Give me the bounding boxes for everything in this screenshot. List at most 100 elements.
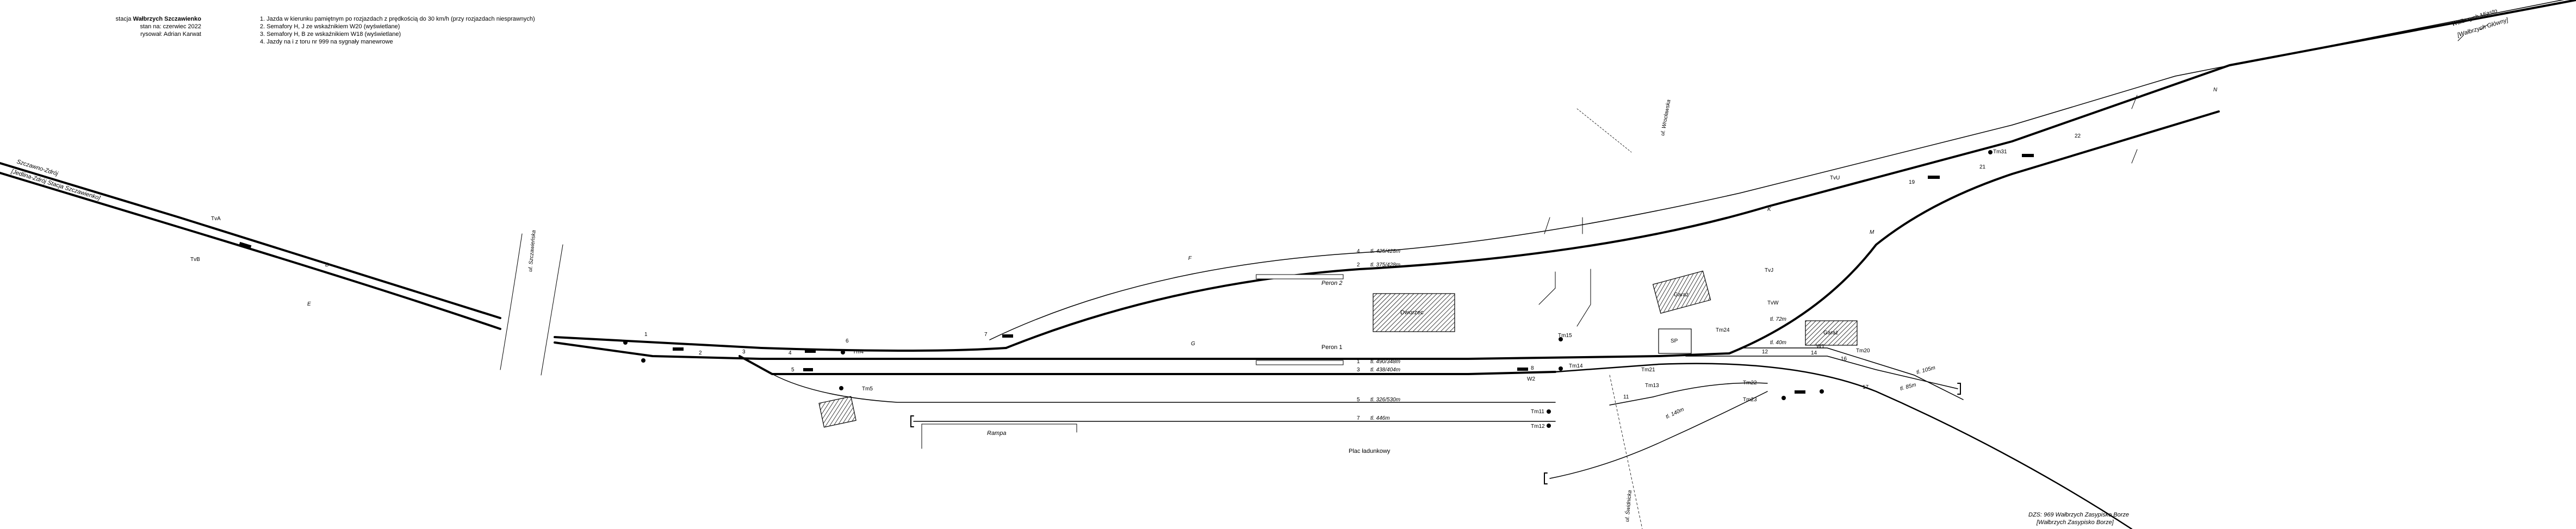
switch-block (1928, 176, 1940, 179)
signal-tm12: Tm12 (1531, 424, 1545, 430)
signal-tm23: Tm23 (1743, 397, 1757, 403)
signal-tm20: Tm20 (1856, 348, 1870, 354)
signal-tm22: Tm22 (1743, 380, 1757, 386)
track-4 (989, 0, 2565, 340)
switch-block (673, 347, 684, 351)
switch-4: 4 (789, 350, 792, 356)
building-sp (1658, 328, 1692, 354)
signal-n: N (2213, 87, 2218, 93)
signal-w2: W2 (1527, 376, 1535, 382)
signal-dot (1547, 424, 1551, 428)
switch-6: 6 (846, 338, 849, 344)
track-2-number: 2 (1357, 262, 1360, 268)
building-garage-1 (1652, 270, 1711, 314)
track-5 (772, 374, 1556, 403)
header-notes: 1. Jazda w kierunku pamiętnym po rozjazd… (260, 15, 535, 46)
track-23 (1685, 356, 1958, 389)
track-1-length: tl. 490/348m (1370, 359, 1400, 365)
state-date: stan na: czerwiec 2022 (140, 23, 201, 30)
switch-block (2022, 154, 2034, 157)
signal-g: G (1191, 341, 1195, 347)
station-building-label: Dworzec (1400, 309, 1424, 316)
building-small (818, 396, 856, 428)
track-5-length: tl. 326/530m (1370, 397, 1400, 403)
header-left: stacja Wałbrzych Szczawienko stan na: cz… (109, 15, 201, 38)
switch-16: 16 (1841, 356, 1847, 362)
signal-dot (1988, 150, 1992, 154)
signal-dot (841, 350, 845, 354)
bracket-a (1544, 217, 1583, 234)
author: rysował: Adrian Karwat (140, 31, 201, 38)
track-3-number: 3 (1357, 367, 1360, 373)
signal-dot (641, 358, 645, 363)
track-2-length: tl. 375/428m (1370, 262, 1400, 268)
bracket-d (2457, 24, 2488, 41)
signal-tvu: TvU (1830, 175, 1840, 181)
switch-block (1795, 390, 1805, 394)
note-2: 2. Semafory H, J ze wskaźnikiem W20 (wyś… (260, 23, 400, 30)
note-3: 3. Semafory H, B ze wskaźnikiem W18 (wyś… (260, 31, 401, 38)
track-21 (1740, 347, 1964, 400)
signal-tm21: Tm21 (1641, 367, 1655, 373)
buffer-t23 (1957, 383, 1961, 395)
signal-tm5: Tm5 (862, 386, 873, 392)
bracket-b (1538, 269, 1591, 327)
switch-1: 1 (644, 332, 648, 338)
ramp-outline (921, 424, 1077, 449)
switch-5: 5 (791, 367, 794, 373)
signal-tva: TvA (211, 216, 221, 222)
street-right (1609, 375, 1643, 529)
bracket-c (2131, 95, 2138, 164)
signal-tm31: Tm31 (1993, 149, 2007, 155)
track-right-upper (1728, 110, 2220, 354)
yard-label: Plac ładunkowy (1349, 448, 1391, 455)
signal-dot (1547, 409, 1551, 414)
switch-19: 19 (1909, 179, 1915, 185)
signal-dot (1820, 389, 1824, 394)
signal-w1: W1 (1816, 344, 1824, 350)
street-label-1: ul. Szczawieńska (527, 229, 537, 272)
switch-2: 2 (699, 350, 702, 356)
street-left-a (500, 233, 523, 370)
note-4: 4. Jazdy na i z toru nr 999 na sygnały m… (260, 39, 393, 45)
signal-dot (839, 386, 843, 390)
track-7-length: tl. 446m (1370, 415, 1390, 421)
platform-2 (1256, 274, 1344, 279)
street-label-2: ul. Wrocławska (1660, 99, 1672, 136)
track-25b (1549, 391, 1768, 479)
switch-14: 14 (1811, 350, 1817, 356)
switch-block (239, 241, 252, 249)
signal-tm24: Tm24 (1716, 327, 1730, 333)
line-bottom-sub: [Wałbrzych Zasypisko Borze] (2036, 519, 2114, 526)
track-21-length: tl. 40m (1770, 340, 1786, 346)
track-31-length: tl. 105m (1916, 365, 1936, 376)
line-bottom-label: DZS: 969 Wałbrzych Zasypisko Borze (2028, 512, 2129, 518)
switch-8: 8 (1531, 365, 1534, 371)
signal-tm13: Tm13 (1645, 383, 1659, 389)
switch-block (1002, 334, 1013, 338)
signal-d: D (325, 262, 329, 268)
buffer-t5 (910, 415, 914, 427)
station-name: Wałbrzych Szczawienko (133, 16, 201, 22)
switch-7: 7 (984, 332, 988, 338)
switch-block (1517, 368, 1528, 371)
main-line-left-lower (0, 172, 501, 330)
switch-22: 22 (2075, 133, 2081, 139)
track-main-through (554, 336, 1007, 352)
platform-2-label: Peron 2 (1321, 280, 1343, 287)
track-7-number: 7 (1357, 415, 1360, 421)
signal-tvw: TvW (1767, 300, 1779, 306)
switch-11: 11 (1623, 394, 1629, 400)
track-4-number: 4 (1357, 248, 1360, 254)
signal-dot (623, 340, 628, 345)
track-bottom-branch (1554, 363, 2133, 529)
building-sp-label: SP (1671, 338, 1678, 344)
track-25 (1609, 382, 1768, 406)
track-2 (1005, 0, 2576, 349)
signal-tm11: Tm11 (1531, 409, 1544, 415)
signal-dot (1559, 337, 1563, 341)
switch-3: 3 (742, 349, 746, 355)
street-label-3: ul. Świdnicka (1623, 490, 1633, 522)
note-1: 1. Jazda w kierunku pamiętnym po rozjazd… (260, 16, 535, 22)
